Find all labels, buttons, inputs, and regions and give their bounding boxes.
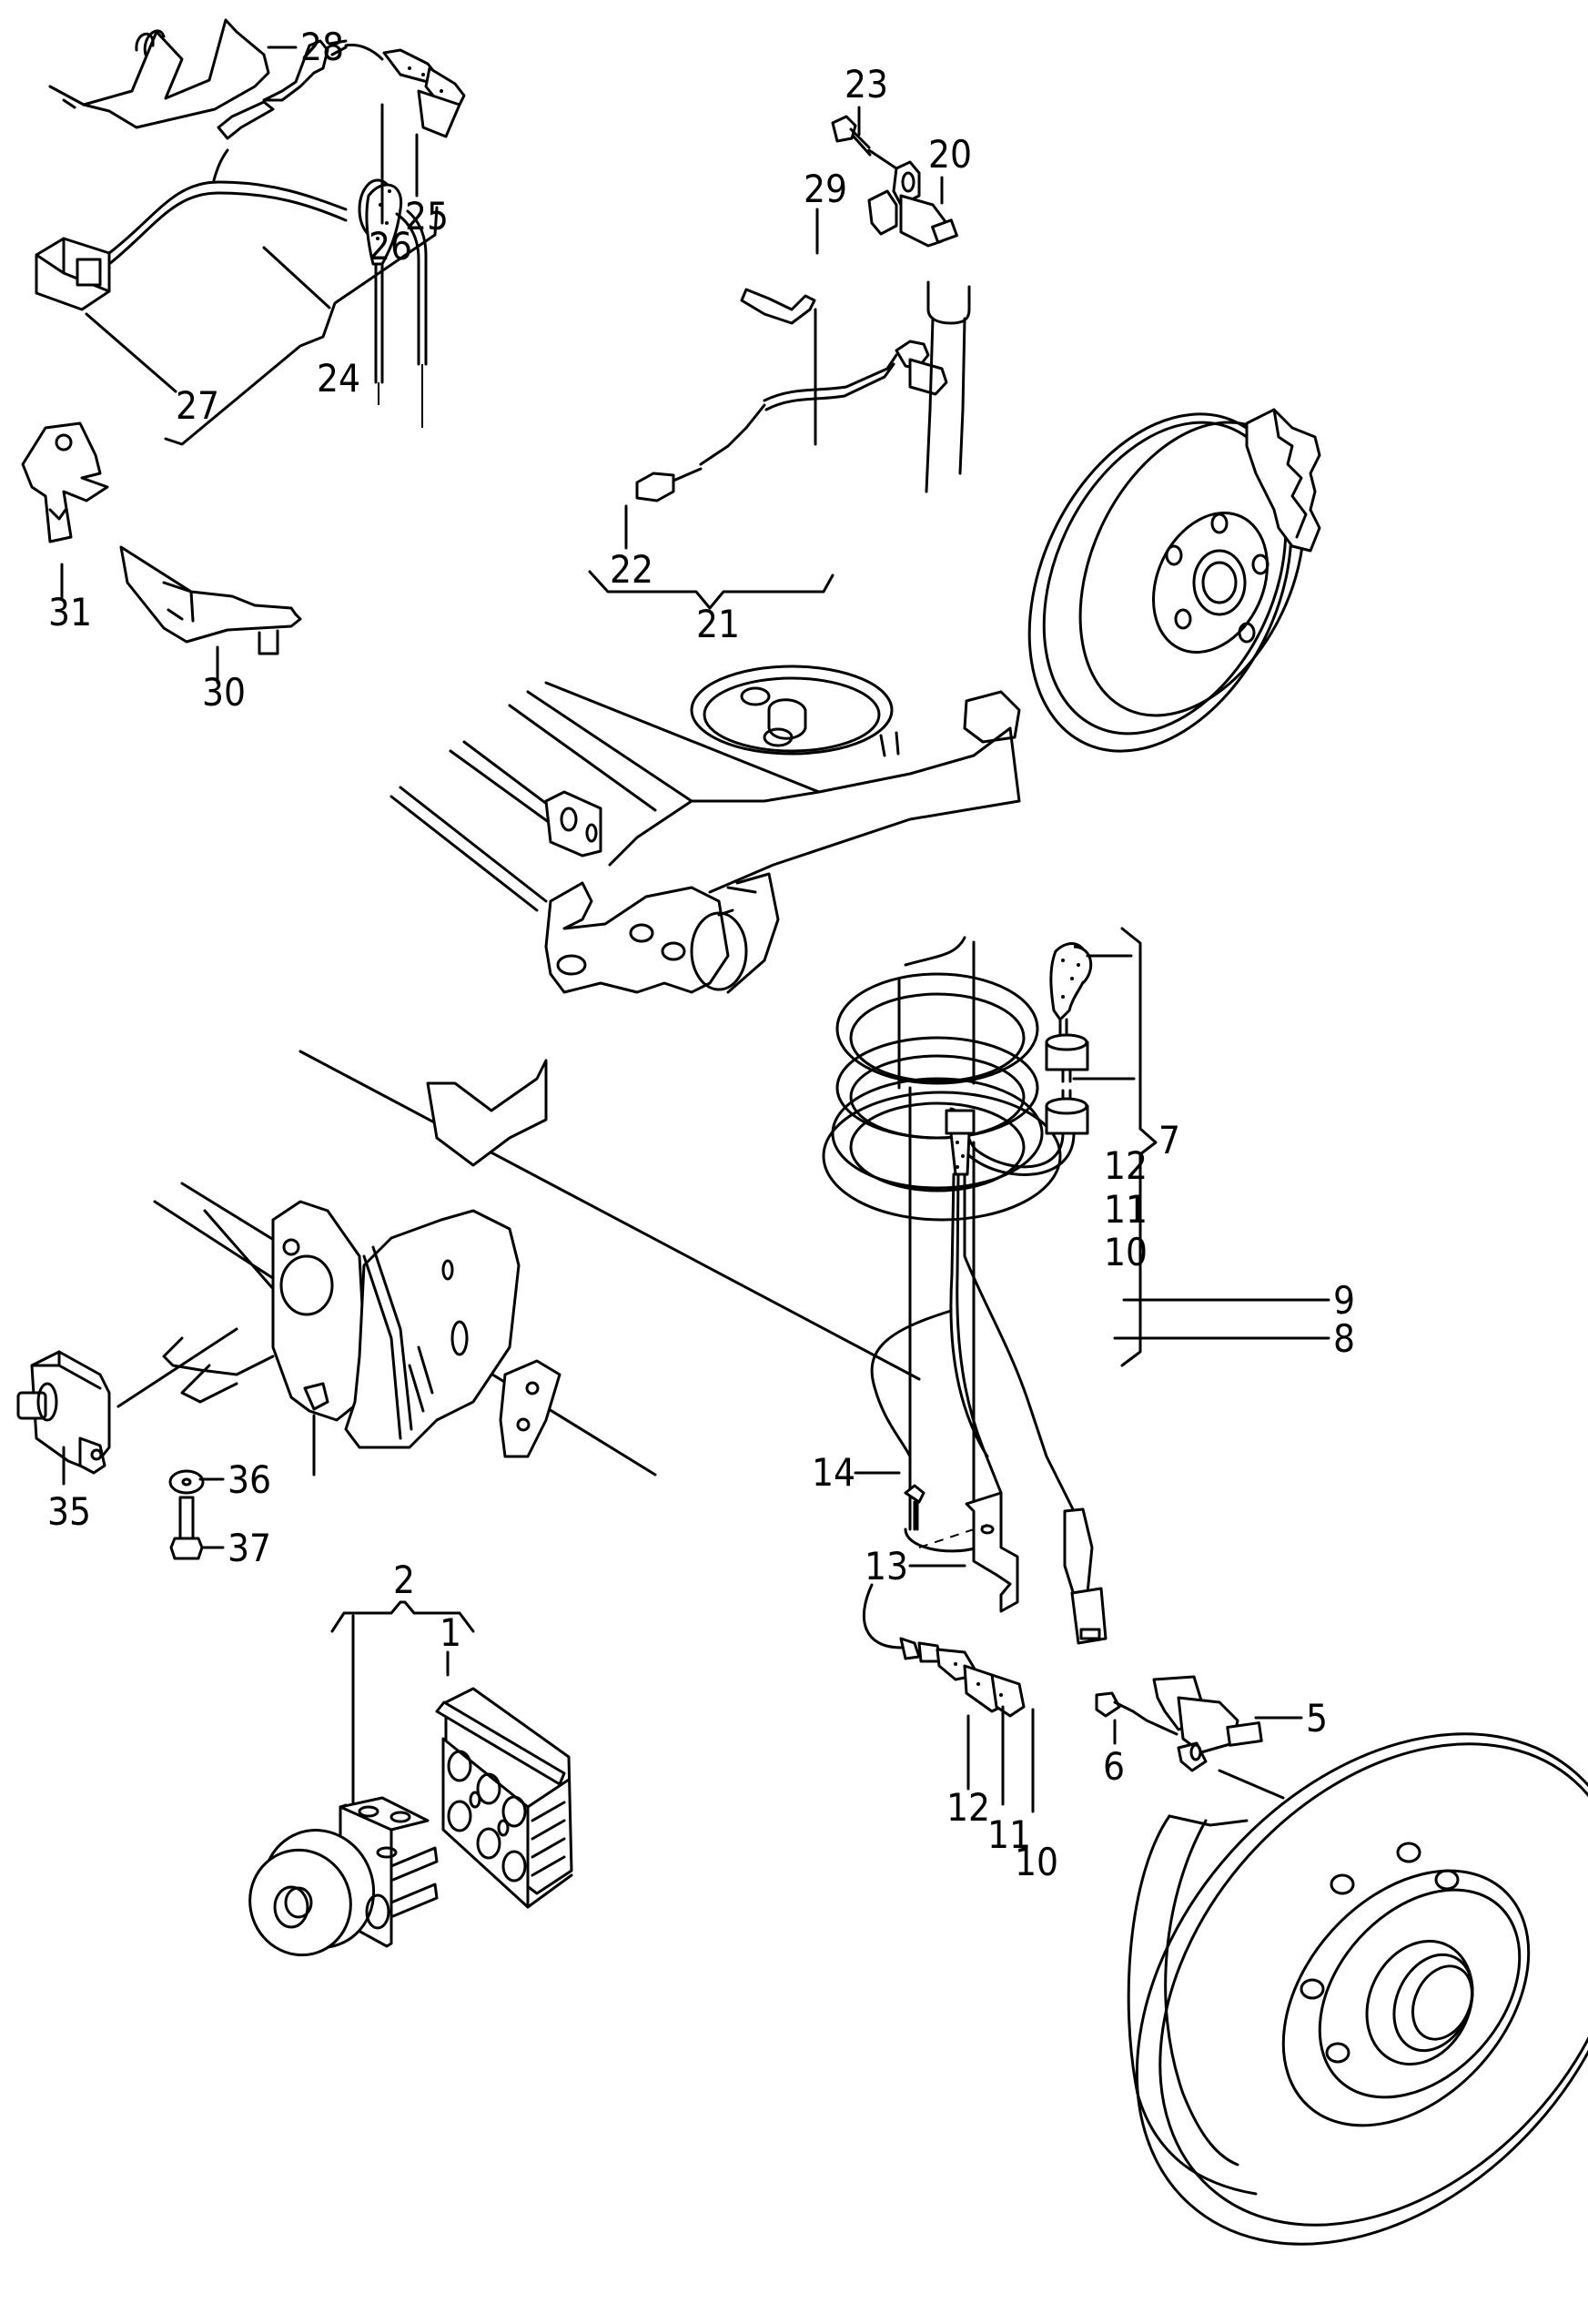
callout-labels: 28 23 20 29 26 25 24 27 22 21 31 30 7 12… xyxy=(47,25,1355,1884)
callout-11-group: 11 xyxy=(1104,1187,1148,1232)
callout-24: 24 xyxy=(317,356,360,401)
callout-1: 1 xyxy=(440,1610,461,1655)
callout-26: 26 xyxy=(369,224,412,269)
rear-strut-and-brake-disc xyxy=(925,280,1321,753)
part-28-bracket xyxy=(48,18,298,129)
callout-28: 28 xyxy=(300,25,344,69)
part-36-37-washer-bolt xyxy=(168,1469,225,1560)
callout-10: 10 xyxy=(1015,1840,1058,1884)
part-20-rear-speed-sensor xyxy=(831,106,958,248)
callout-31: 31 xyxy=(48,590,92,634)
front-brake-disc xyxy=(1127,1732,1588,2246)
front-wheel-sensor-lead xyxy=(863,1583,1035,1813)
part-31-bracket xyxy=(21,421,109,599)
part-13-14-bracket-bolt xyxy=(854,1471,1019,1613)
part-24-wiring-harness xyxy=(35,39,466,446)
rear-axle-beam xyxy=(389,665,1021,994)
callout-35: 35 xyxy=(47,1489,91,1534)
callout-8: 8 xyxy=(1333,1316,1355,1361)
front-subframe-bracket xyxy=(116,1050,921,1477)
part-5-6-front-speed-sensor xyxy=(1095,1675,1303,1772)
callout-10-group: 10 xyxy=(1104,1230,1148,1274)
callout-25: 25 xyxy=(405,194,449,238)
front-strut-spring xyxy=(822,936,1062,1553)
callout-23: 23 xyxy=(845,62,888,107)
callout-30: 30 xyxy=(202,670,246,715)
part-30-bracket xyxy=(119,545,302,685)
callout-22: 22 xyxy=(610,547,653,592)
callout-27: 27 xyxy=(176,383,219,428)
callout-20: 20 xyxy=(928,132,972,177)
callout-2: 2 xyxy=(393,1558,415,1602)
part-7-front-sensor-wiring xyxy=(870,927,1330,1645)
callout-21: 21 xyxy=(696,602,740,646)
callout-9: 9 xyxy=(1333,1278,1355,1323)
callout-5: 5 xyxy=(1306,1696,1328,1740)
callout-13: 13 xyxy=(865,1544,908,1588)
callout-29: 29 xyxy=(804,167,847,211)
part-21-rear-sensor-group xyxy=(588,208,948,610)
part-35-sensor xyxy=(16,1350,111,1486)
callout-36: 36 xyxy=(228,1457,271,1502)
callout-7: 7 xyxy=(1158,1118,1180,1162)
callout-14: 14 xyxy=(812,1450,855,1495)
part-1-2-abs-units xyxy=(248,1600,573,1957)
callout-37: 37 xyxy=(228,1526,271,1570)
callout-11: 11 xyxy=(987,1812,1031,1857)
callout-6: 6 xyxy=(1103,1744,1125,1789)
callout-12: 12 xyxy=(946,1785,990,1830)
callout-12-group: 12 xyxy=(1104,1143,1148,1188)
